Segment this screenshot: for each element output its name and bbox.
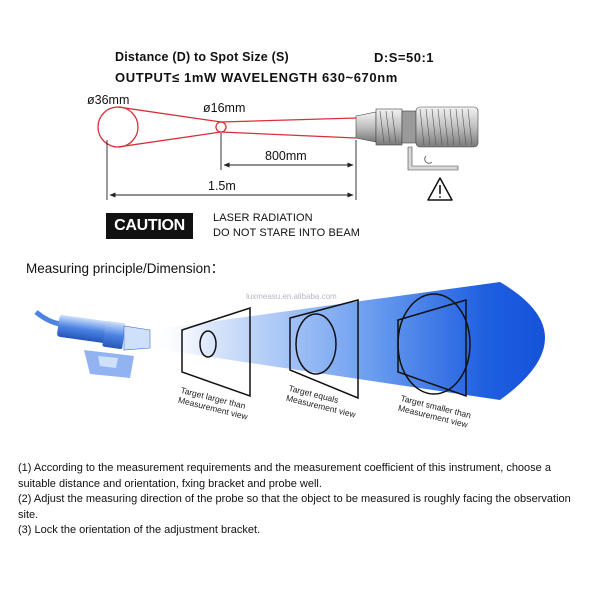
instruction-step-3: (3) Lock the orientation of the adjustme…	[18, 524, 261, 537]
case-target-equals	[289, 299, 359, 400]
spot-near-circle	[215, 121, 227, 133]
distance-spot-label: Distance (D) to Spot Size (S)	[115, 50, 289, 64]
probe-icon	[34, 310, 151, 378]
spot-far-circle	[97, 106, 139, 148]
caution-badge: CAUTION	[106, 213, 193, 239]
ds-ratio: D:S=50:1	[374, 50, 434, 65]
distance-far-label: 1.5m	[208, 179, 236, 193]
laser-device-icon	[355, 106, 479, 171]
case-target-larger	[181, 306, 251, 398]
output-wavelength-spec: OUTPUT≤ 1mW WAVELENGTH 630~670nm	[115, 70, 398, 85]
do-not-stare-text: DO NOT STARE INTO BEAM	[213, 227, 361, 239]
spot-near-label: ø16mm	[203, 101, 246, 115]
warning-triangle-icon	[427, 177, 453, 201]
dimension-lines	[106, 133, 357, 200]
instruction-step-2: (2) Adjust the measuring direction of th…	[18, 493, 571, 521]
measurement-cone	[150, 282, 545, 400]
watermark: luxmeasu.en.alibaba.com	[246, 292, 337, 301]
laser-beam	[97, 106, 357, 148]
instruction-step-1: (1) According to the measurement require…	[18, 462, 551, 490]
spot-far-label: ø36mm	[87, 93, 130, 107]
distance-near-label: 800mm	[265, 149, 307, 163]
laser-radiation-text: LASER RADIATION	[213, 212, 313, 224]
case-target-smaller	[397, 293, 471, 398]
instructions: (1) According to the measurement require…	[18, 461, 578, 539]
principle-title: Measuring principle/Dimension：	[26, 261, 225, 276]
